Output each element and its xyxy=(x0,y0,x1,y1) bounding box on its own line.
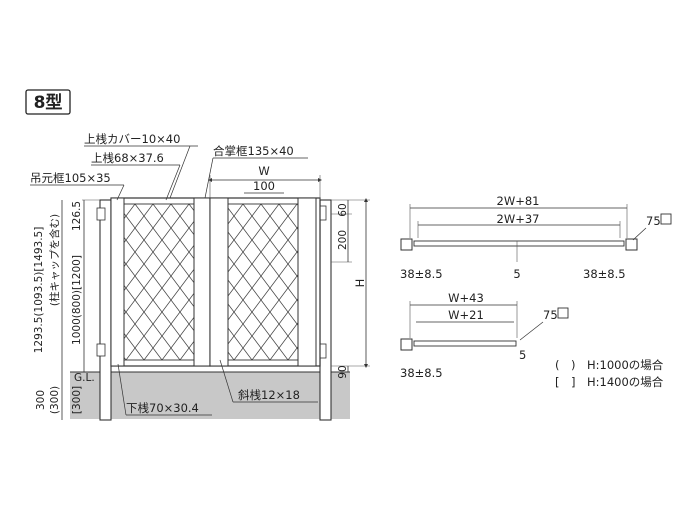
plan-top-post: 75 xyxy=(646,214,661,228)
label-hinge-frame: 吊元框105×35 xyxy=(30,171,111,185)
dim-126: 126.5 xyxy=(71,201,83,231)
left-hinge-stile xyxy=(110,197,125,367)
label-diagonal-bar: 斜桟12×18 xyxy=(238,388,300,402)
plan-bottom-post-square xyxy=(557,307,569,319)
plan-top-left: 38±8.5 xyxy=(400,267,443,281)
left-post xyxy=(99,199,112,421)
right-post xyxy=(319,199,332,421)
plan-top-center: 5 xyxy=(513,267,520,281)
w-dim: W xyxy=(258,164,269,178)
hinge-top-left xyxy=(96,207,106,221)
plan-top-dim1: 2W+81 xyxy=(497,194,540,208)
dim-300a: 300 xyxy=(35,390,47,410)
dim-90: 90 xyxy=(337,365,349,378)
dim-h: H xyxy=(353,279,367,288)
dim-300c: [300] xyxy=(71,386,83,414)
right-meeting-stile xyxy=(209,197,229,367)
plan-bottom-right: 5 xyxy=(519,348,526,362)
label-top-rail-cover: 上桟カバー10×40 xyxy=(84,132,180,146)
dim-left-3: 1000(800)[1200] xyxy=(71,255,83,345)
w100-dim: 100 xyxy=(253,179,275,193)
ground-area xyxy=(70,372,350,419)
left-meeting-stile xyxy=(193,197,211,367)
plan-bottom-dim1: W+43 xyxy=(448,291,484,305)
legend-paren-2: [ ] xyxy=(555,375,575,389)
plan-bottom-left-post xyxy=(400,338,413,351)
legend-text-1: H:1000の場合 xyxy=(587,358,664,372)
type-label: 8型 xyxy=(34,92,63,113)
dim-left-2: (柱キャップを含む) xyxy=(48,214,61,306)
plan-bottom-post: 75 xyxy=(543,308,558,322)
dim-300b: (300) xyxy=(49,386,61,414)
plan-bottom-gate xyxy=(413,340,517,347)
legend-text-2: H:1400の場合 xyxy=(587,375,664,389)
plan-bottom-dim2: W+21 xyxy=(448,308,484,322)
plan-top-dim2: 2W+37 xyxy=(497,212,540,226)
plan-top-right-post xyxy=(625,238,638,251)
type-badge xyxy=(25,89,71,115)
plan-bottom-left: 38±8.5 xyxy=(400,366,443,380)
label-meeting-frame: 合掌框135×40 xyxy=(213,144,294,158)
label-top-rail: 上桟68×37.6 xyxy=(91,151,164,165)
legend-paren-1: ( ) xyxy=(555,358,575,372)
dim-200: 200 xyxy=(337,230,349,250)
right-lattice xyxy=(227,203,299,361)
ground-line-label: G.L. xyxy=(74,372,95,384)
dim-60: 60 xyxy=(337,203,349,216)
dim-left-1: 1293.5(1093.5)[1493.5] xyxy=(33,227,45,354)
left-lattice xyxy=(123,203,195,361)
plan-top-left-post xyxy=(400,238,413,251)
hinge-bottom-left xyxy=(96,343,106,357)
plan-top-right: 38±8.5 xyxy=(583,267,626,281)
plan-top-gate xyxy=(413,240,625,247)
plan-top-post-square xyxy=(660,213,672,225)
label-bottom-rail: 下桟70×30.4 xyxy=(126,401,199,415)
right-hinge-stile xyxy=(297,197,317,367)
